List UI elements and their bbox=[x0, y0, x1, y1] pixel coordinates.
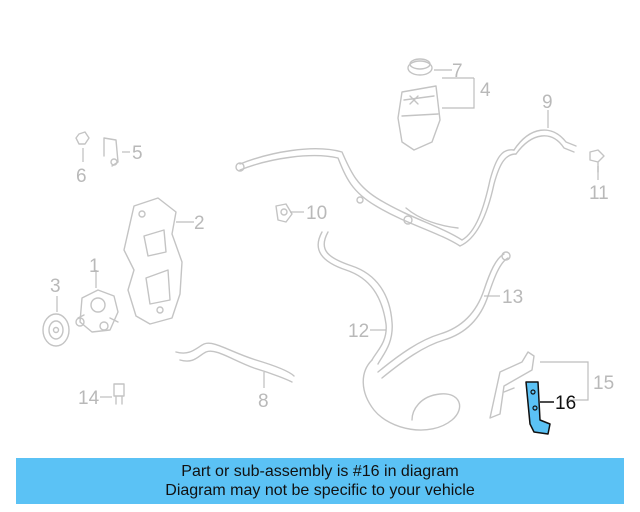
callout-1[interactable]: 1 bbox=[89, 256, 100, 277]
part-3-pulley[interactable] bbox=[42, 313, 70, 347]
callout-12[interactable]: 12 bbox=[348, 321, 369, 342]
part-11-bolt[interactable] bbox=[589, 149, 605, 173]
callout-6[interactable]: 6 bbox=[76, 166, 87, 187]
part-15-bracket[interactable] bbox=[489, 351, 535, 419]
callout-2[interactable]: 2 bbox=[194, 213, 205, 234]
callout-8[interactable]: 8 bbox=[258, 391, 269, 412]
callout-16[interactable]: 16 bbox=[555, 393, 576, 414]
part-10-clamp[interactable] bbox=[275, 203, 293, 223]
callout-11[interactable]: 11 bbox=[589, 183, 609, 204]
leader-4 bbox=[442, 77, 475, 109]
part-7-cap[interactable] bbox=[407, 58, 433, 76]
callout-3[interactable]: 3 bbox=[50, 276, 61, 297]
part-1-pump[interactable] bbox=[75, 289, 119, 333]
part-14-fitting[interactable] bbox=[113, 383, 125, 405]
part-8-hose[interactable] bbox=[175, 342, 295, 383]
callout-10[interactable]: 10 bbox=[306, 203, 327, 224]
part-9-line[interactable] bbox=[513, 129, 577, 155]
part-2-bracket[interactable] bbox=[123, 197, 183, 325]
part-6-nut[interactable] bbox=[75, 131, 90, 145]
callout-4[interactable]: 4 bbox=[480, 80, 491, 101]
callout-7[interactable]: 7 bbox=[452, 61, 463, 82]
callout-9[interactable]: 9 bbox=[542, 92, 553, 113]
part-16-bracket[interactable] bbox=[525, 381, 551, 435]
callout-13[interactable]: 13 bbox=[502, 287, 523, 308]
callout-15[interactable]: 15 bbox=[593, 373, 614, 394]
part-4-reservoir[interactable] bbox=[397, 85, 441, 151]
leader-15 bbox=[540, 361, 589, 401]
part-5-clip[interactable] bbox=[103, 137, 119, 167]
part-12-pressure-hose[interactable] bbox=[235, 148, 517, 431]
part-13-return-line[interactable] bbox=[377, 251, 511, 379]
callout-14[interactable]: 14 bbox=[78, 388, 100, 409]
banner-line-disclaimer: Diagram may not be specific to your vehi… bbox=[165, 482, 475, 499]
info-banner: Part or sub-assembly is #16 in diagram D… bbox=[16, 458, 624, 504]
callout-5[interactable]: 5 bbox=[132, 143, 143, 164]
banner-line-part: Part or sub-assembly is #16 in diagram bbox=[181, 463, 459, 480]
